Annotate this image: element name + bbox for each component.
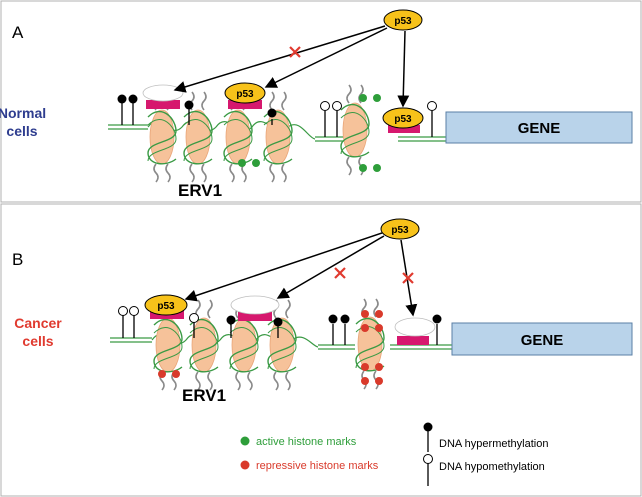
dna-hypomethylation-marks xyxy=(320,101,437,137)
gene-label: GENE xyxy=(521,332,564,349)
gene-box xyxy=(451,322,633,356)
dna-hypermethylation-marks xyxy=(226,314,442,345)
empty-site-outline xyxy=(394,317,436,337)
svg-text:p53: p53 xyxy=(157,301,175,312)
gene-box xyxy=(445,111,633,144)
blocked-binding-cross xyxy=(334,267,346,279)
svg-text:p53: p53 xyxy=(236,89,254,100)
empty-site-outline xyxy=(142,84,184,102)
legend-active-label: active histone marks xyxy=(256,436,357,448)
erv1-label: ERV1 xyxy=(178,181,222,200)
normal-cells-label-line1: Normal xyxy=(0,105,46,121)
svg-text:p53: p53 xyxy=(394,114,412,125)
legend-hypo-marker xyxy=(423,454,433,464)
p53-protein-bound: p53 xyxy=(224,82,266,104)
p53-protein: p53 xyxy=(380,218,420,240)
p53-binding-site xyxy=(388,125,420,133)
panel-a-letter: A xyxy=(12,23,24,42)
blocked-binding-cross xyxy=(289,46,301,58)
repressive-histone-marks xyxy=(158,310,383,385)
legend-hyper-label: DNA hypermethylation xyxy=(439,438,548,450)
svg-text:p53: p53 xyxy=(391,225,409,236)
binding-arrows xyxy=(173,25,410,108)
cancer-cells-label-line1: Cancer xyxy=(14,315,62,331)
panel-a: A Normal cells xyxy=(0,0,642,203)
panel-a-border xyxy=(0,0,642,203)
gene-label: GENE xyxy=(518,120,561,137)
legend-active-marker xyxy=(240,436,250,446)
p53-protein-bound: p53 xyxy=(382,107,424,129)
legend-repressive-marker xyxy=(240,460,250,470)
dna-hypermethylation-marks xyxy=(117,94,277,125)
cancer-cells-label-line2: cells xyxy=(22,333,53,349)
p53-protein-bound: p53 xyxy=(144,294,188,316)
legend: active histone marks repressive histone … xyxy=(240,422,548,486)
normal-cells-label-line2: cells xyxy=(6,123,37,139)
p53-binding-site xyxy=(228,100,262,109)
legend-hypo-label: DNA hypomethylation xyxy=(439,461,545,473)
p53-protein: p53 xyxy=(383,9,423,31)
p53-binding-site xyxy=(146,100,180,109)
erv1-label: ERV1 xyxy=(182,386,226,405)
p53-binding-site xyxy=(397,336,429,345)
blocked-binding-cross xyxy=(402,272,414,284)
p53-binding-site xyxy=(238,312,272,321)
svg-text:p53: p53 xyxy=(394,16,412,27)
legend-repressive-label: repressive histone marks xyxy=(256,460,379,472)
empty-site-outline xyxy=(230,295,280,315)
panel-b: B Cancer cells xyxy=(0,203,642,497)
dna-hypomethylation-marks xyxy=(118,306,199,338)
active-histone-marks xyxy=(238,94,381,172)
panel-b-letter: B xyxy=(12,250,23,269)
